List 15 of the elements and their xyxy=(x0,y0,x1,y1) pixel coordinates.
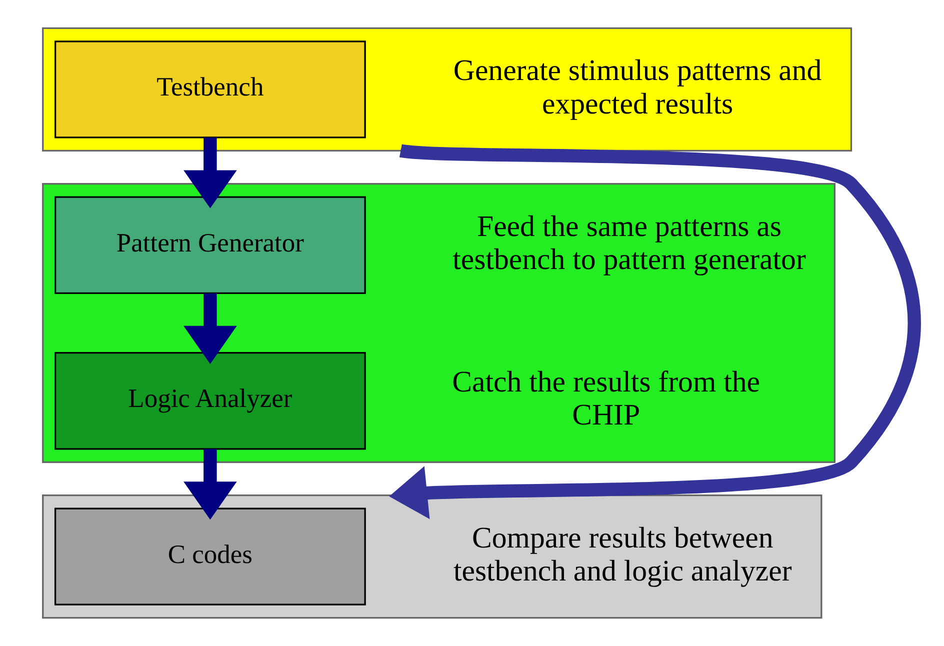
node-box: C codes xyxy=(54,508,366,606)
cluster xyxy=(42,27,852,152)
cluster xyxy=(42,494,822,619)
arrow xyxy=(389,144,921,520)
arrow xyxy=(184,293,237,364)
node-label: Compare results between testbench and logic analyzer xyxy=(453,521,792,588)
cluster xyxy=(42,183,836,463)
node-label: Feed the same patterns as testbench to pattern generator xyxy=(452,210,806,276)
node-box: Logic Analyzer xyxy=(54,352,366,450)
node-label: Catch the results from the CHIP xyxy=(452,366,760,432)
node-label: Generate stimulus patterns and expected results xyxy=(453,54,822,120)
node-box: Testbench xyxy=(54,40,366,138)
node-box: Pattern Generator xyxy=(54,196,366,294)
arrow xyxy=(184,138,237,208)
arrow xyxy=(184,449,237,520)
